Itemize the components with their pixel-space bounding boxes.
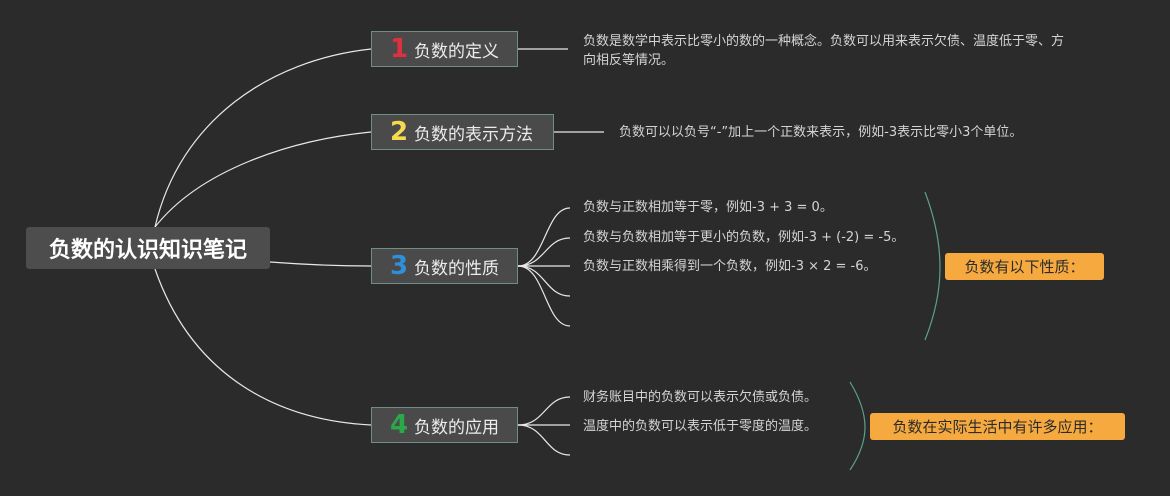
- branch-number-1: 1: [389, 34, 409, 64]
- applications-summary[interactable]: 负数在实际生活中有许多应用：: [870, 413, 1125, 440]
- branch-representation[interactable]: 2 负数的表示方法: [371, 114, 554, 150]
- connector-root-branch-1: [154, 48, 372, 228]
- applications-item-2[interactable]: 温度中的负数可以表示低于零度的温度。: [583, 419, 818, 434]
- properties-summary-bracket: [924, 191, 941, 341]
- branch-label-properties: 负数的性质: [414, 258, 499, 279]
- properties-item-1[interactable]: 负数与正数相加等于零，例如-3 + 3 = 0。: [583, 200, 833, 215]
- branch-applications[interactable]: 4 负数的应用: [371, 407, 518, 443]
- connector-applications-item-3: [517, 424, 571, 456]
- representation-text[interactable]: 负数可以以负号“-”加上一个正数来表示，例如-3表示比零小3个单位。: [619, 125, 1023, 140]
- branch-properties[interactable]: 3 负数的性质: [371, 248, 518, 284]
- branch-label-applications: 负数的应用: [414, 417, 499, 438]
- connector-properties-item-4: [517, 265, 571, 297]
- properties-item-3[interactable]: 负数与正数相乘得到一个负数，例如-3 × 2 = -6。: [583, 259, 877, 274]
- branch-label-definition: 负数的定义: [414, 41, 499, 62]
- branch-definition[interactable]: 1 负数的定义: [371, 31, 518, 67]
- branch-label-representation: 负数的表示方法: [414, 124, 533, 145]
- connector-root-branch-2: [154, 131, 372, 228]
- definition-text[interactable]: 负数是数学中表示比零小的数的一种概念。负数可以用来表示欠债、温度低于零、方向相反…: [583, 34, 1065, 68]
- applications-item-1[interactable]: 财务账目中的负数可以表示欠债或负债。: [583, 390, 818, 405]
- properties-item-2[interactable]: 负数与负数相加等于更小的负数，例如-3 + (-2) = -5。: [583, 230, 905, 245]
- properties-summary[interactable]: 负数有以下性质：: [945, 253, 1104, 280]
- applications-summary-bracket: [849, 381, 866, 471]
- root-topic-title: 负数的认识知识笔记: [48, 238, 247, 263]
- connector-properties-item-5: [517, 265, 571, 327]
- connector-root-branch-4: [154, 268, 372, 426]
- branch-number-3: 3: [389, 251, 409, 281]
- root-topic[interactable]: 负数的认识知识笔记: [26, 227, 270, 269]
- connector-applications-item-1: [517, 396, 571, 426]
- connector-properties-item-1: [517, 207, 571, 267]
- connector-properties-item-2: [517, 237, 571, 267]
- applications-summary-label: 负数在实际生活中有许多应用：: [892, 418, 1103, 436]
- connector-root-branch-3: [269, 261, 372, 267]
- branch-number-2: 2: [389, 117, 409, 147]
- properties-summary-label: 负数有以下性质：: [964, 258, 1085, 276]
- branch-number-4: 4: [389, 410, 409, 440]
